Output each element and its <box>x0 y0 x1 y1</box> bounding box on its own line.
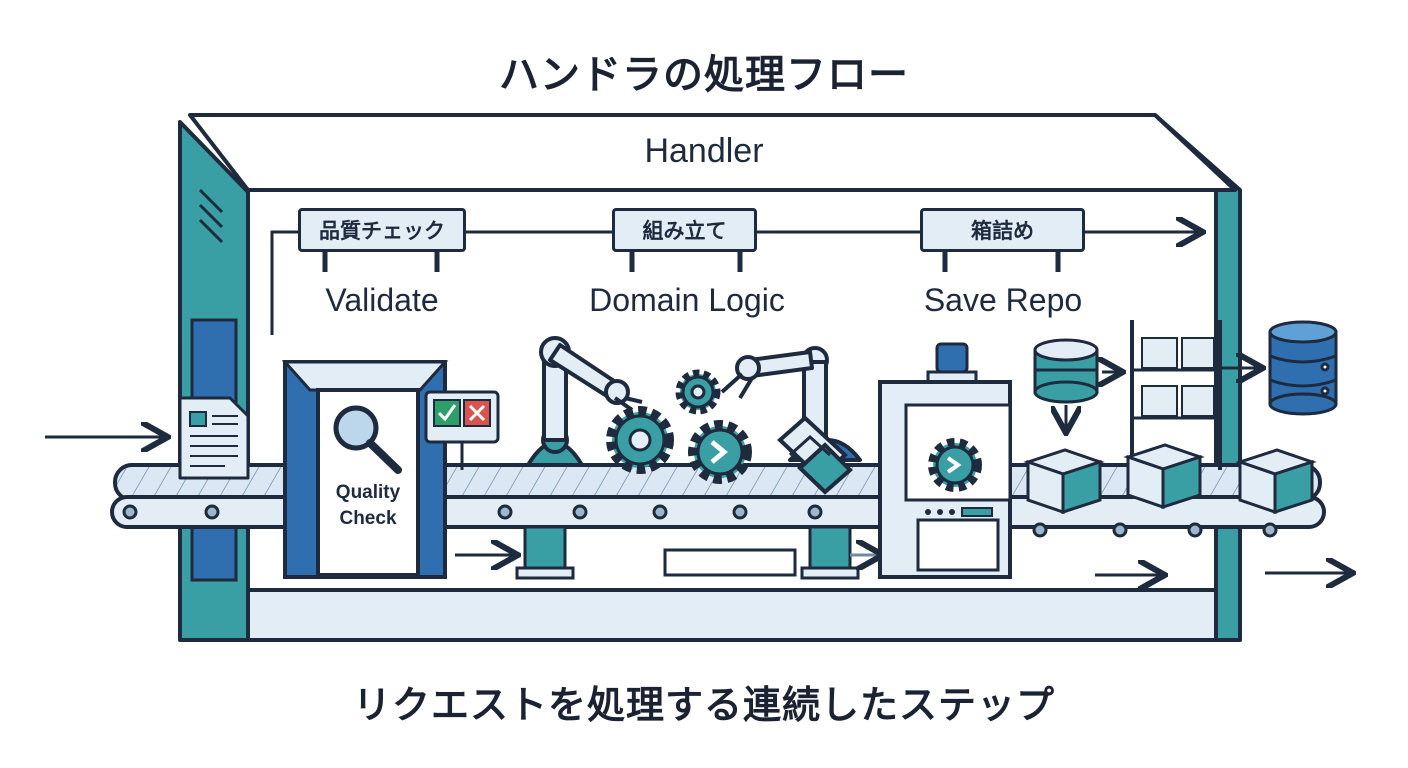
robot-arm-left <box>526 336 643 467</box>
document-icon <box>178 396 250 480</box>
gear-icon <box>688 420 752 484</box>
status-monitor <box>424 390 500 470</box>
quality-check-label: Quality Check <box>318 480 418 532</box>
magnifier-icon <box>333 405 379 451</box>
quality-check-machine <box>281 360 449 579</box>
packing-machine <box>878 342 1012 579</box>
package-box <box>1023 448 1105 515</box>
database-icon <box>1268 320 1338 416</box>
step-label-domain-logic: Domain Logic <box>589 282 785 318</box>
database-icon <box>1033 338 1120 430</box>
step-sign-save-repo: 箱詰め <box>920 208 1085 252</box>
step-sign-domain-logic: 組み立て <box>612 208 757 252</box>
diagram-caption: リクエストを処理する連続したステップ <box>352 683 1055 727</box>
quality-check-line2: Check <box>339 508 397 529</box>
package-box <box>1235 448 1317 515</box>
puzzle-piece-icon <box>777 415 853 495</box>
check-icon <box>433 399 461 427</box>
package-box <box>1123 443 1205 510</box>
diagram-title: ハンドラの処理フロー <box>499 52 909 98</box>
step-sign-validate: 品質チェック <box>298 208 466 252</box>
gear-icon <box>606 406 674 474</box>
sign-track <box>270 232 1200 335</box>
step-label-validate: Validate <box>325 282 439 318</box>
step-label-save-repo: Save Repo <box>923 282 1083 318</box>
handler-title: Handler <box>644 132 764 170</box>
shelf-rack <box>1130 320 1260 470</box>
quality-check-line1: Quality <box>335 482 401 503</box>
gear-icon <box>675 369 721 415</box>
belt-supports <box>515 525 860 580</box>
